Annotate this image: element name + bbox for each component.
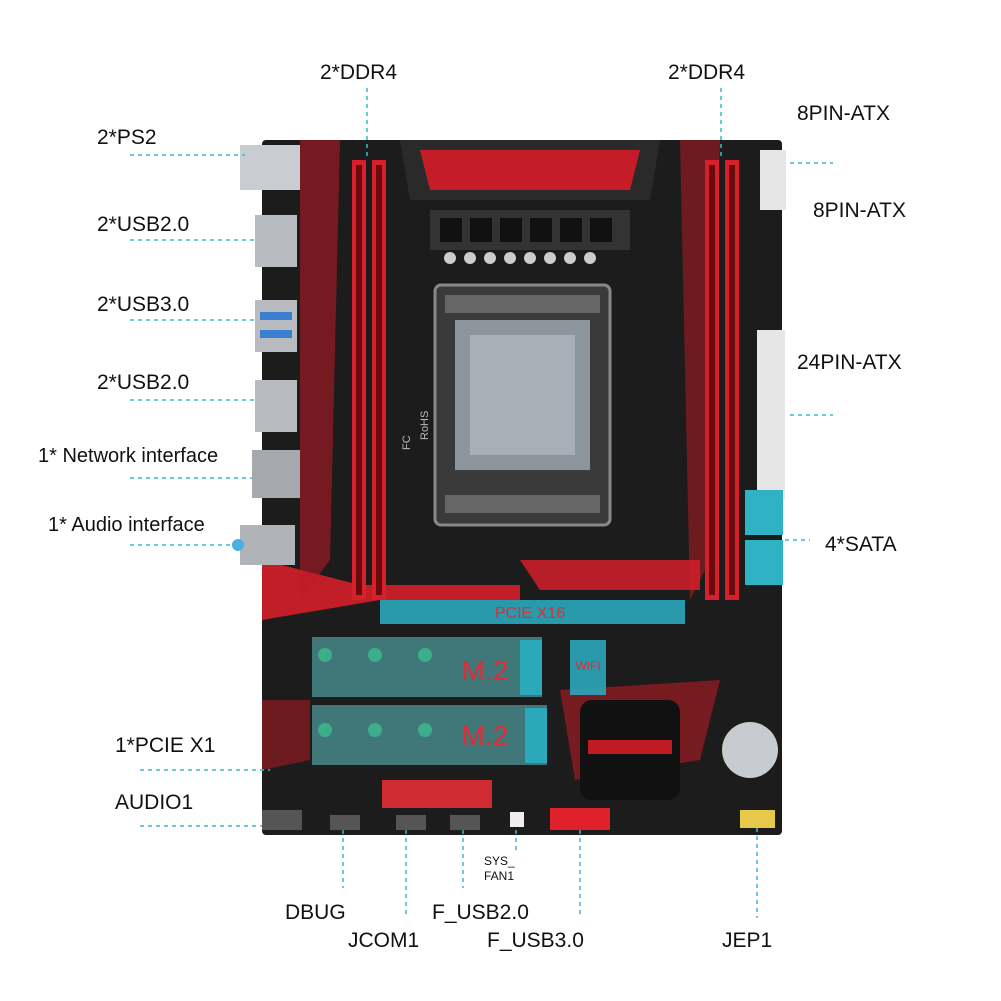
vrm-area <box>430 210 630 264</box>
label-atx8-a: 8PIN-ATX <box>797 102 890 125</box>
label-usb30: 2*USB3.0 <box>97 293 190 316</box>
label-ps2: 2*PS2 <box>97 126 157 149</box>
fc-mark: FC <box>401 435 413 450</box>
label-ddr4-right: 2*DDR4 <box>668 61 746 84</box>
label-jep1: JEP1 <box>722 929 773 952</box>
m2-top-label: M.2 <box>462 655 509 686</box>
leader-lines <box>130 88 833 918</box>
label-jcom1: JCOM1 <box>348 929 420 952</box>
m2-slot-bottom: M.2 <box>312 705 547 765</box>
chipset-heatsink <box>580 700 680 800</box>
label-f-usb30: F_USB3.0 <box>487 929 584 952</box>
ddr4-slots-left <box>352 160 386 600</box>
label-audio1: AUDIO1 <box>115 791 194 814</box>
label-usb20-bottom: 2*USB2.0 <box>97 371 190 394</box>
label-sata: 4*SATA <box>825 533 897 556</box>
label-sys-fan-line2: FAN1 <box>484 869 515 883</box>
label-ddr4-left: 2*DDR4 <box>320 61 398 84</box>
label-network: 1* Network interface <box>38 445 219 467</box>
wifi-label: WIFI <box>575 659 600 673</box>
wifi-slot: WIFI <box>570 640 606 695</box>
label-atx24: 24PIN-ATX <box>797 351 902 374</box>
m2-bottom-label: M.2 <box>462 720 509 751</box>
label-usb20-top: 2*USB2.0 <box>97 213 190 236</box>
cmos-battery <box>722 722 778 778</box>
pcie-x16-label: PCIE X16 <box>495 605 565 622</box>
ddr4-slots-right <box>705 160 739 600</box>
pcie-x16-slot: PCIE X16 <box>380 600 685 624</box>
cpu-socket: FC RoHS <box>401 283 612 527</box>
m2-slot-top: M.2 <box>312 637 542 697</box>
bottom-headers <box>262 780 775 830</box>
atx-connectors <box>757 150 786 500</box>
label-audio-interface: 1* Audio interface <box>48 514 205 536</box>
label-pcie-x1: 1*PCIE X1 <box>115 734 216 757</box>
label-dbug: DBUG <box>285 901 346 924</box>
rohs-mark: RoHS <box>419 411 431 440</box>
sata-ports <box>745 490 783 585</box>
rear-io <box>232 145 300 565</box>
label-atx8-b: 8PIN-ATX <box>813 199 906 222</box>
label-sys-fan-line1: SYS_ <box>484 854 515 868</box>
label-f-usb20: F_USB2.0 <box>432 901 529 924</box>
